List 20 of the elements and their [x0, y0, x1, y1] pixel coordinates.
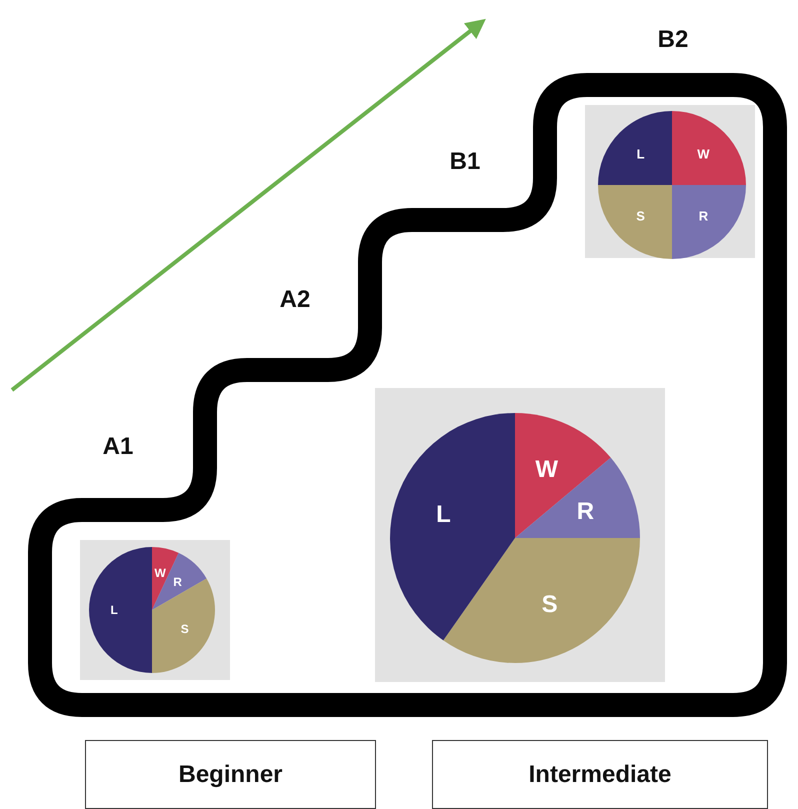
slice-label: W	[535, 456, 558, 484]
slice-label: L	[436, 501, 451, 530]
slice-label: S	[180, 622, 189, 636]
level-label: A2	[280, 286, 310, 314]
level-label: B2	[658, 26, 688, 54]
slice-label: R	[173, 575, 182, 590]
level-box	[85, 740, 376, 809]
slice-label: L	[636, 146, 645, 162]
slice-label: S	[542, 590, 558, 619]
slice-label: R	[698, 208, 708, 224]
slice-label: W	[697, 146, 710, 162]
slice-label: R	[576, 498, 594, 526]
slice-label: W	[154, 566, 166, 580]
level-label: A1	[102, 433, 134, 461]
slice-label: L	[110, 603, 118, 617]
level-label: B1	[450, 148, 480, 176]
level-name: Beginner	[178, 760, 282, 788]
level-box	[432, 740, 768, 809]
slice-label: S	[636, 208, 645, 224]
level-name: Intermediate	[528, 760, 672, 788]
